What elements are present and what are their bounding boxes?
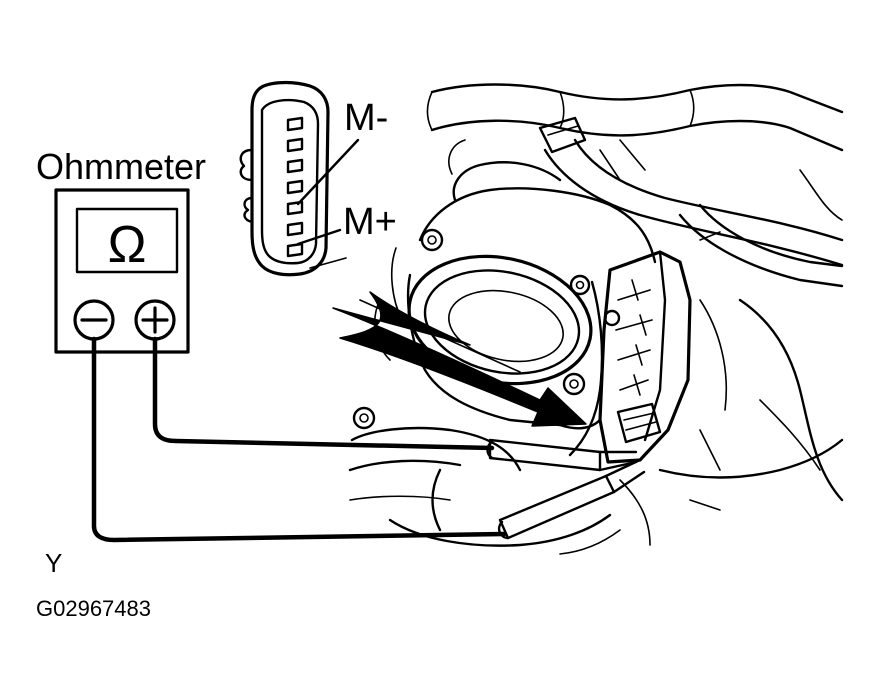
positive-probe <box>486 438 638 472</box>
throttle-body-illustration <box>348 83 844 555</box>
m-minus-label: M- <box>344 97 388 139</box>
m-plus-label: M+ <box>343 201 397 243</box>
connector-terminals <box>286 116 304 258</box>
test-leads <box>91 336 646 543</box>
ohmmeter-label: Ohmmeter <box>36 146 206 187</box>
view-code-label: Y <box>45 548 62 578</box>
m-plus-leader <box>296 228 342 246</box>
ohmmeter-body <box>54 188 190 354</box>
negative-lead <box>91 336 507 543</box>
pointing-arrow <box>332 291 587 427</box>
ohmmeter: Ω <box>54 188 190 354</box>
connector-detail <box>239 80 360 277</box>
ohmmeter-display <box>75 207 179 274</box>
positive-lead <box>152 336 495 451</box>
m-minus-leader <box>296 138 360 206</box>
figure-id-label: G02967483 <box>36 596 151 621</box>
ohm-symbol: Ω <box>108 216 147 274</box>
negative-probe <box>497 458 646 540</box>
